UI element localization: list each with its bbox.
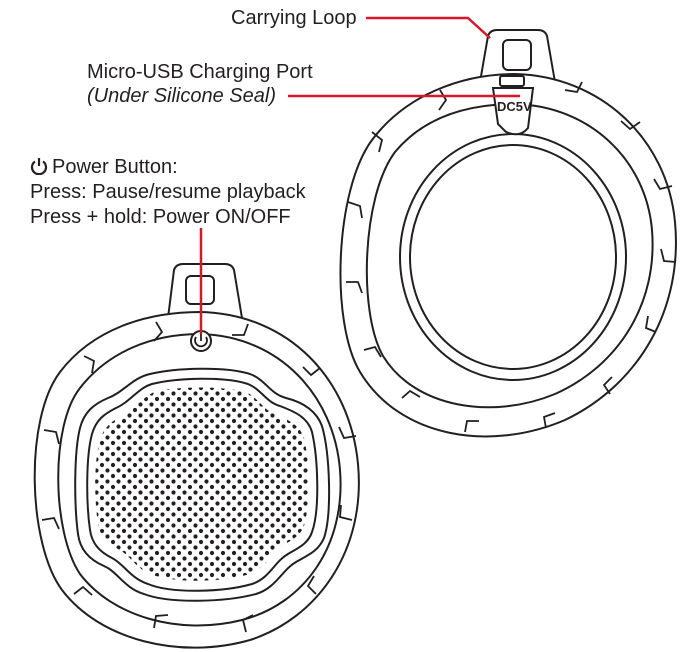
inner-rim-front (57, 332, 342, 627)
inner-rim-back (365, 102, 654, 409)
label-usb-port-note: (Under Silicone Seal) (87, 85, 276, 107)
label-carrying-loop: Carrying Loop (231, 7, 357, 29)
label-power-button-title: Power Button: (30, 155, 178, 179)
back-plate-inner (409, 144, 617, 370)
grille-surround (74, 367, 331, 602)
power-button[interactable] (190, 330, 212, 352)
usb-port (499, 75, 525, 87)
callout-carrying-loop (366, 16, 491, 39)
silicone-seal (491, 87, 535, 136)
carrying-loop-front (167, 263, 243, 319)
dc-marking: DC5V (497, 99, 532, 114)
callout-lines (199, 16, 520, 334)
grille-surround-inner (86, 377, 319, 592)
speaker-grille (95, 387, 309, 581)
carrying-loop-back (479, 29, 556, 83)
label-usb-port: Micro-USB Charging Port (87, 61, 313, 83)
label-press-hold: Press + hold: Power ON/OFF (30, 206, 291, 228)
power-icon (30, 158, 48, 175)
rim-notches-back (346, 81, 677, 433)
carrying-loop-hole-back (502, 39, 532, 71)
rim-notches-front (41, 321, 357, 633)
label-press: Press: Pause/resume playback (30, 181, 306, 203)
speaker-back-view (339, 29, 677, 438)
power-button-label: Power Button: (52, 156, 178, 178)
